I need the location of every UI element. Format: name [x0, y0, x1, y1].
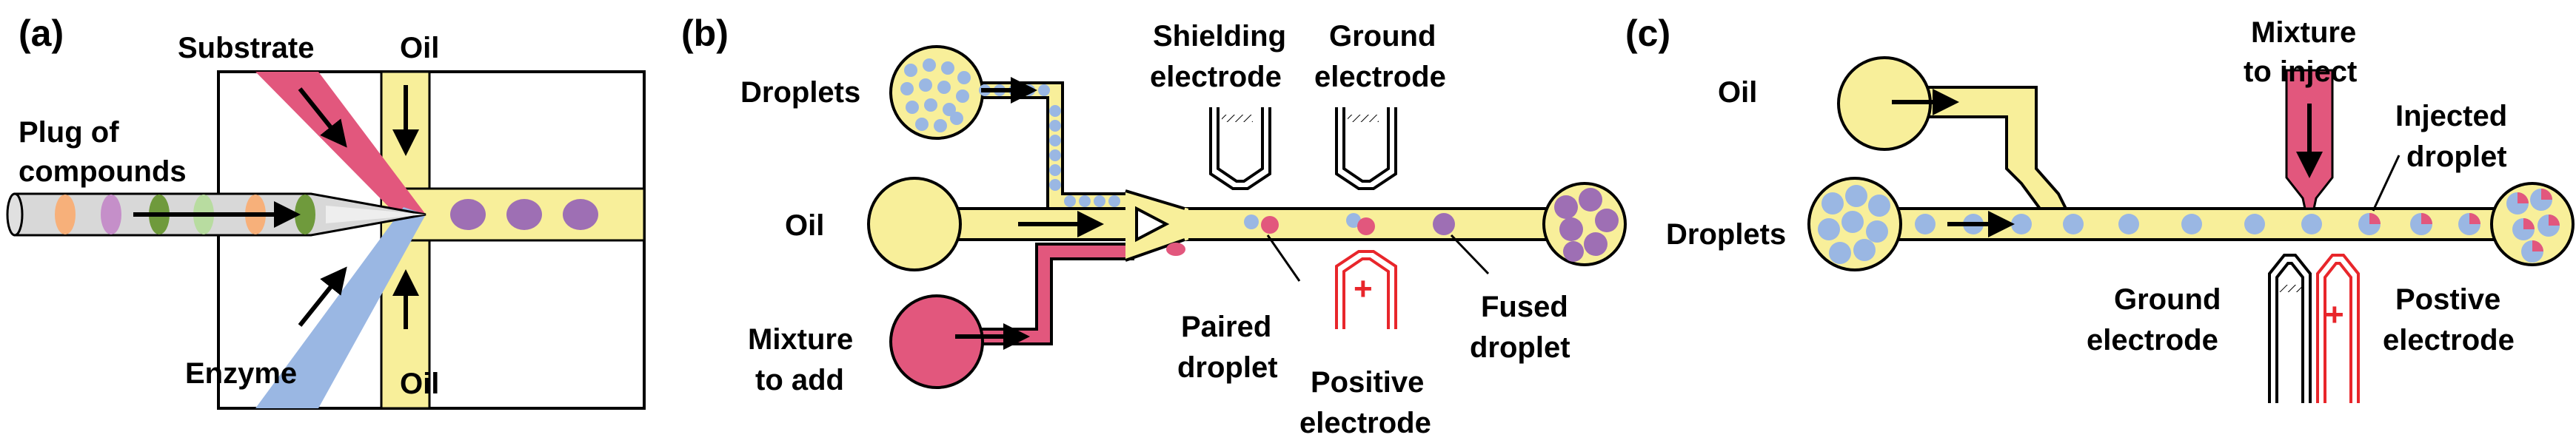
oil-top-label: Oil	[400, 32, 439, 64]
panel-b: (b)	[681, 13, 1627, 439]
paired-label-line1: Paired	[1181, 311, 1271, 343]
panel-b-tag: (b)	[681, 13, 729, 54]
mixture-label-line2: to add	[755, 364, 844, 396]
fused-label-line1: Fused	[1481, 291, 1568, 323]
oil-label: Oil	[1718, 76, 1757, 109]
positive-electrode	[1335, 250, 1397, 329]
panel-a: (a) Substrate Oil	[6, 13, 646, 410]
enzyme-channel	[255, 207, 426, 408]
mixture-reservoir	[889, 294, 984, 389]
outlet-droplets	[1554, 188, 1619, 262]
blue-droplet	[1346, 213, 1361, 228]
injected-label-line2: droplet	[2406, 141, 2507, 173]
shielding-electrode-hatch	[1222, 115, 1253, 122]
outlet-droplets	[2506, 189, 2560, 263]
compound-plug	[55, 195, 76, 234]
tube-end	[6, 192, 24, 237]
plug-label-line1: Plug of	[19, 116, 119, 149]
mixture-label-line1: Mixture	[748, 323, 853, 356]
ground-label-line2: electrode	[2087, 324, 2218, 357]
ground-label-line2: electrode	[1314, 61, 1446, 93]
mixture-label-line2: to inject	[2244, 55, 2357, 88]
blue-droplet	[1244, 214, 1259, 229]
output-droplet	[563, 199, 598, 230]
plug-label-line2: compounds	[19, 155, 187, 188]
ground-electrode-hatch	[2279, 285, 2301, 292]
ground-electrode-hatch	[1348, 115, 1379, 122]
compound-plug	[295, 195, 315, 234]
injected-droplet	[2410, 213, 2432, 235]
paired-pink-droplet	[1261, 216, 1279, 234]
shielding-electrode	[1209, 107, 1271, 190]
panel-c: (c)	[1625, 13, 2575, 403]
paired-leader-line	[1266, 234, 1301, 282]
mixture-label-line1: Mixture	[2251, 16, 2356, 49]
reservoir-droplets	[900, 58, 1120, 207]
positive-label-line2: electrode	[2383, 324, 2515, 357]
fused-label-line2: droplet	[1470, 331, 1570, 364]
positive-label-line1: Postive	[2395, 283, 2500, 316]
droplets-inlet-channel	[968, 81, 1134, 210]
injected-leader-line	[2372, 155, 2401, 212]
tube-tip	[326, 206, 426, 223]
shielding-label-line2: electrode	[1150, 61, 1282, 93]
enzyme-flow-arrow	[298, 266, 347, 327]
ground-label-line1: Ground	[1329, 20, 1436, 53]
paired-pink-droplet	[1357, 217, 1375, 235]
panel-c-tag: (c)	[1625, 13, 1670, 54]
mixture-inlet-channel	[961, 243, 1134, 345]
paired-label-line2: droplet	[1177, 351, 1278, 384]
ground-electrode	[2268, 254, 2312, 403]
injected-droplet	[2358, 213, 2381, 235]
enzyme-label: Enzyme	[185, 357, 297, 390]
reservoir-droplets	[1818, 185, 1890, 264]
ground-label-line1: Ground	[2114, 283, 2221, 316]
positive-label-line2: electrode	[1299, 407, 1431, 439]
positive-label-line1: Positive	[1311, 366, 1424, 399]
positive-electrode	[2316, 254, 2360, 403]
mixture-droplet	[1166, 243, 1185, 256]
plus-symbol: +	[1354, 271, 1373, 307]
flow-splitter	[1135, 206, 1170, 243]
output-droplet	[450, 199, 486, 230]
channel-droplets	[1915, 214, 2322, 234]
injected-label-line1: Injected	[2395, 100, 2507, 132]
droplets-label: Droplets	[740, 76, 860, 109]
injected-droplet	[2458, 213, 2480, 235]
output-droplet	[506, 199, 542, 230]
plus-symbol: +	[2325, 297, 2344, 333]
substrate-label: Substrate	[178, 32, 315, 64]
droplets-label: Droplets	[1666, 218, 1786, 251]
substrate-flow-arrow	[298, 87, 347, 148]
panel-a-tag: (a)	[19, 13, 64, 54]
oil-reservoir	[867, 177, 962, 271]
oil-label: Oil	[785, 209, 824, 242]
ground-electrode	[1335, 107, 1397, 190]
merge-edge	[1125, 189, 1185, 210]
fused-leader-line	[1450, 234, 1490, 275]
oil-bottom-label: Oil	[400, 368, 439, 400]
shielding-label-line1: Shielding	[1153, 20, 1286, 53]
compound-plug	[101, 195, 121, 234]
fused-droplet	[1433, 213, 1455, 235]
